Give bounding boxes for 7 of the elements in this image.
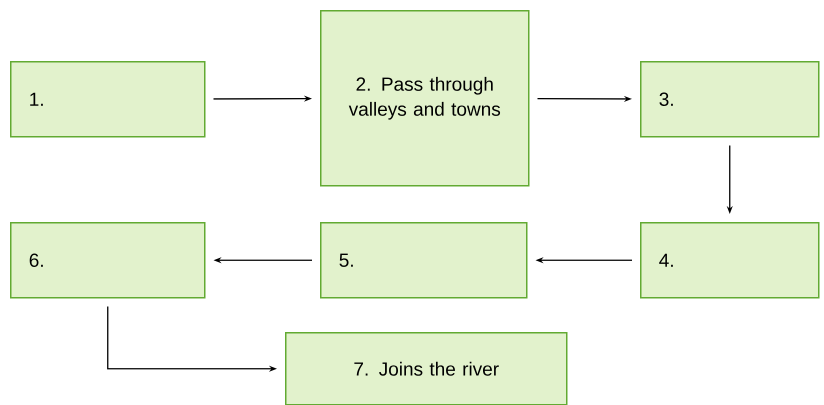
process-box: 1. [10, 61, 206, 138]
process-box: 7. Joins the river [285, 332, 568, 405]
process-box: 4. [640, 222, 820, 298]
process-box: 2. Pass through valleys and towns [320, 10, 530, 186]
process-box: 3. [640, 61, 820, 138]
process-box: 5. [320, 222, 528, 298]
process-box: 6. [10, 222, 206, 298]
